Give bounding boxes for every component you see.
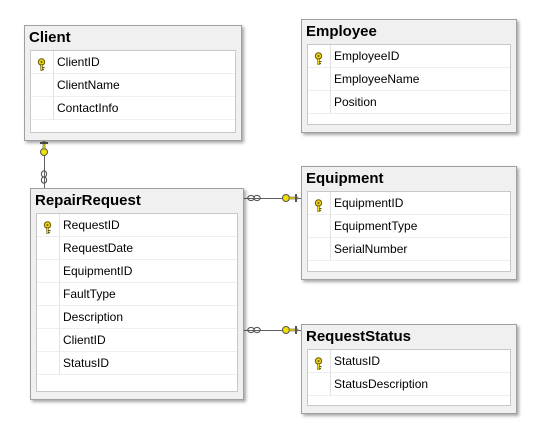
column-name: FaultType <box>63 287 116 301</box>
row-selector[interactable] <box>308 68 331 90</box>
table-title-client[interactable]: Client <box>29 29 71 46</box>
row-selector[interactable] <box>308 91 331 113</box>
column-name: ClientID <box>63 333 106 347</box>
column-row[interactable]: EmployeeID <box>308 45 510 68</box>
table-title-equipment[interactable]: Equipment <box>306 170 384 187</box>
column-name: ClientID <box>57 55 100 69</box>
relationship-endpoints-equipment <box>247 194 299 202</box>
column-name: StatusID <box>334 354 381 368</box>
column-name: EmployeeName <box>334 72 420 86</box>
row-selector[interactable] <box>37 214 60 236</box>
row-selector[interactable] <box>37 306 60 328</box>
row-selector[interactable] <box>37 260 60 282</box>
many-infinity-end-icon <box>247 194 261 202</box>
column-name: Position <box>334 95 377 109</box>
column-row[interactable]: ClientID <box>31 51 235 74</box>
primary-key-icon <box>312 50 325 65</box>
table-title-employee[interactable]: Employee <box>306 23 377 40</box>
column-row[interactable]: EquipmentID <box>37 260 237 283</box>
column-row[interactable]: EquipmentType <box>308 215 510 238</box>
column-row[interactable]: StatusDescription <box>308 373 510 396</box>
column-row[interactable]: ContactInfo <box>31 97 235 120</box>
many-infinity-end-icon <box>40 170 48 184</box>
row-selector[interactable] <box>37 283 60 305</box>
column-name: EmployeeID <box>334 49 400 63</box>
column-name: ClientName <box>57 78 120 92</box>
column-row[interactable]: StatusID <box>37 352 237 375</box>
primary-key-icon <box>312 197 325 212</box>
relationship-endpoints-requeststatus <box>247 326 299 334</box>
column-name: EquipmentID <box>63 264 133 278</box>
relationship-endpoints-client <box>40 140 48 184</box>
one-key-end-icon <box>282 194 299 202</box>
column-row[interactable]: RequestDate <box>37 237 237 260</box>
table-title-requeststatus[interactable]: RequestStatus <box>306 328 412 345</box>
row-selector[interactable] <box>308 45 331 67</box>
column-name: Description <box>63 310 124 324</box>
column-name: StatusDescription <box>334 377 429 391</box>
relationship-line-requeststatus[interactable] <box>244 330 302 331</box>
column-row[interactable]: Position <box>308 91 510 114</box>
column-row[interactable]: RequestID <box>37 214 237 237</box>
row-selector[interactable] <box>31 97 54 119</box>
column-row[interactable]: FaultType <box>37 283 237 306</box>
column-name: SerialNumber <box>334 242 408 256</box>
row-selector[interactable] <box>308 192 331 214</box>
column-row[interactable]: ClientID <box>37 329 237 352</box>
column-row[interactable]: EmployeeName <box>308 68 510 91</box>
column-list: StatusID StatusDescription <box>307 349 511 406</box>
column-name: RequestID <box>63 218 120 232</box>
column-name: ContactInfo <box>57 101 119 115</box>
column-name: StatusID <box>63 356 110 370</box>
row-selector[interactable] <box>308 350 331 372</box>
row-selector[interactable] <box>308 238 331 260</box>
row-selector[interactable] <box>31 51 54 73</box>
relationship-line-equipment[interactable] <box>244 198 302 199</box>
many-infinity-end-icon <box>247 326 261 334</box>
column-name: RequestDate <box>63 241 134 255</box>
column-row[interactable]: SerialNumber <box>308 238 510 261</box>
column-row[interactable]: StatusID <box>308 350 510 373</box>
relationship-line-client[interactable] <box>44 140 45 188</box>
primary-key-icon <box>312 355 325 370</box>
column-row[interactable]: EquipmentID <box>308 192 510 215</box>
row-selector[interactable] <box>37 352 60 374</box>
one-key-end-icon <box>282 326 299 334</box>
table-requeststatus[interactable]: RequestStatus StatusID StatusDescription <box>301 324 517 414</box>
primary-key-icon <box>41 219 54 234</box>
row-selector[interactable] <box>308 373 331 395</box>
one-key-end-icon <box>40 140 48 156</box>
primary-key-icon <box>35 56 48 71</box>
table-title-repairrequest[interactable]: RepairRequest <box>35 192 141 209</box>
column-row[interactable]: ClientName <box>31 74 235 97</box>
row-selector[interactable] <box>31 74 54 96</box>
column-name: EquipmentID <box>334 196 404 210</box>
row-selector[interactable] <box>37 237 60 259</box>
row-selector[interactable] <box>308 215 331 237</box>
row-selector[interactable] <box>37 329 60 351</box>
column-row[interactable]: Description <box>37 306 237 329</box>
column-name: EquipmentType <box>334 219 418 233</box>
